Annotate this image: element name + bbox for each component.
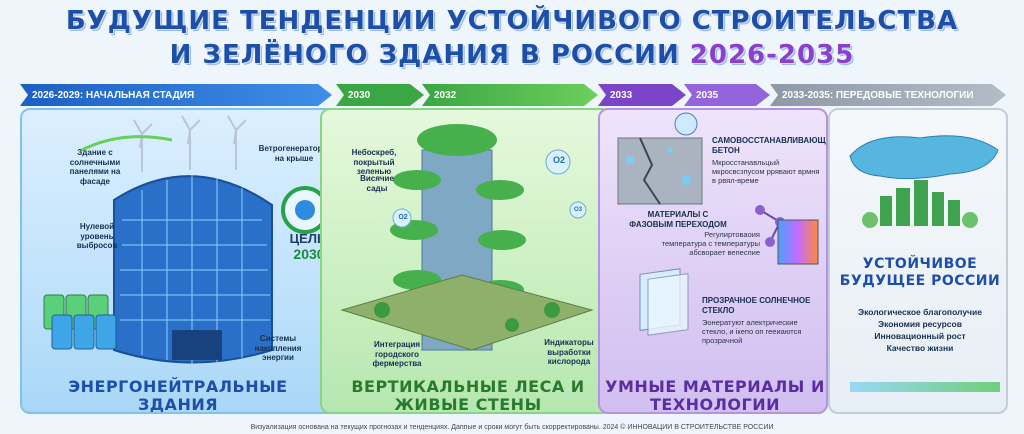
future-item-quality: Качество жизни	[886, 343, 954, 353]
concrete-desc: Мкросстанавльцый мкросвсзпусом ррявают в…	[712, 158, 820, 185]
panel-smart-materials: САМОВОССТАНАВЛИВАЮЩИЙСЯ БЕТОН Мкросстана…	[598, 108, 828, 414]
pcm-title: МАТЕРИАЛЫ С ФАЗОВЫМ ПЕРЕХОДОМ	[629, 210, 727, 229]
timeline-stage-advanced-label: 2033-2035: ПЕРЕДОВЫЕ ТЕХНОЛОГИИ	[782, 89, 974, 101]
glass-desc: Эонератуют алектрические стекло, и iкепо…	[702, 318, 802, 345]
timeline-2032: 2032	[422, 84, 598, 106]
timeline-stage-initial-label: 2026-2029: НАЧАЛЬНАЯ СТАДИЯ	[32, 89, 195, 101]
o2-bubble-2: O2	[398, 214, 408, 221]
future-item-ecology: Экологическое благополучие	[858, 307, 982, 317]
label-skyscraper-green: Небоскреб, покрытый зеленью	[351, 148, 397, 176]
timeline-2030-label: 2030	[348, 89, 371, 101]
goal-label: ЦЕЛЬ	[289, 231, 327, 246]
o2-bubble-1: O2	[552, 155, 565, 165]
label-wind-roof: Ветрогенераторы на крыше	[258, 144, 330, 163]
timeline-2035: 2035	[684, 84, 770, 106]
timeline-2033: 2033	[598, 84, 686, 106]
concrete-title: САМОВОССТАНАВЛИВАЮЩИЙСЯ БЕТОН	[712, 136, 826, 155]
energy-building-illustration	[43, 115, 329, 365]
panel-energy-neutral: Здание с солнечными панелями на фасаде В…	[20, 108, 336, 414]
pcm-desc: Регулиртоваоия температура с температуры…	[661, 230, 760, 257]
main-title-years: 2026-2035	[689, 40, 855, 70]
label-energy-storage: Системы накопления энергии	[254, 334, 302, 362]
russia-map-illustration	[849, 135, 999, 228]
smart-materials-illustration	[617, 112, 819, 336]
timeline-2032-label: 2032	[434, 89, 457, 101]
glass-title: ПРОЗРАЧНОЕ СОЛНЕЧНОЕ СТЕКЛО	[702, 296, 811, 315]
main-title-line1: БУДУЩИЕ ТЕНДЕНЦИИ УСТОЙЧИВОГО СТРОИТЕЛЬС…	[65, 6, 959, 36]
main-title-line2: И ЗЕЛЁНОГО ЗДАНИЯ В РОССИИ 2026-2035	[0, 40, 1024, 70]
panel-forest-title: ВЕРТИКАЛЬНЫЕ ЛЕСА И ЖИВЫЕ СТЕНЫ	[351, 377, 585, 414]
future-arrow	[850, 382, 1000, 392]
o3-bubble: O3	[573, 207, 582, 213]
label-solar-facade: Здание с солнечными панелями на фасаде	[69, 148, 121, 186]
timeline-2035-label: 2035	[696, 89, 719, 101]
panel-materials-title: УМНЫЕ МАТЕРИАЛЫ И ТЕХНОЛОГИИ	[605, 377, 825, 414]
timeline-2033-label: 2033	[610, 89, 633, 101]
future-item-resources: Экономия ресурсов	[878, 319, 962, 329]
main-title-prefix: И ЗЕЛЁНОГО ЗДАНИЯ В РОССИИ	[169, 40, 680, 70]
future-list: Экологическое благополучие Экономия ресу…	[836, 306, 1004, 354]
vertical-forest-illustration	[340, 124, 594, 351]
timeline-stage-advanced: 2033-2035: ПЕРЕДОВЫЕ ТЕХНОЛОГИИ	[770, 84, 1006, 106]
panel-vertical-forests: Небоскреб, покрытый зеленью Висячие сады…	[320, 108, 612, 414]
label-zero-emissions: Нулевой уровень выбросов	[76, 222, 118, 250]
goal-year: 2030	[293, 246, 325, 262]
label-urban-farming: Интеграция городского фермерства	[372, 340, 422, 368]
future-title: УСТОЙЧИВОЕ БУДУЩЕЕ РОССИИ	[839, 256, 1001, 289]
timeline-2030: 2030	[336, 84, 424, 106]
label-oxygen-indicators: Индикаторы выработки кислорода	[544, 338, 594, 366]
timeline-stage-initial: 2026-2029: НАЧАЛЬНАЯ СТАДИЯ	[20, 84, 332, 106]
footer-note: Визуализация основана на текущих прогноз…	[250, 424, 774, 431]
panel-sustainable-future: УСТОЙЧИВОЕ БУДУЩЕЕ РОССИИ Экологическое …	[828, 108, 1008, 414]
label-hanging-gardens: Висячие сады	[360, 174, 394, 193]
future-item-innovation: Инновационный рост	[874, 331, 966, 341]
panel-energy-title: ЭНЕРГОНЕЙТРАЛЬНЫЕ ЗДАНИЯ	[68, 377, 288, 414]
